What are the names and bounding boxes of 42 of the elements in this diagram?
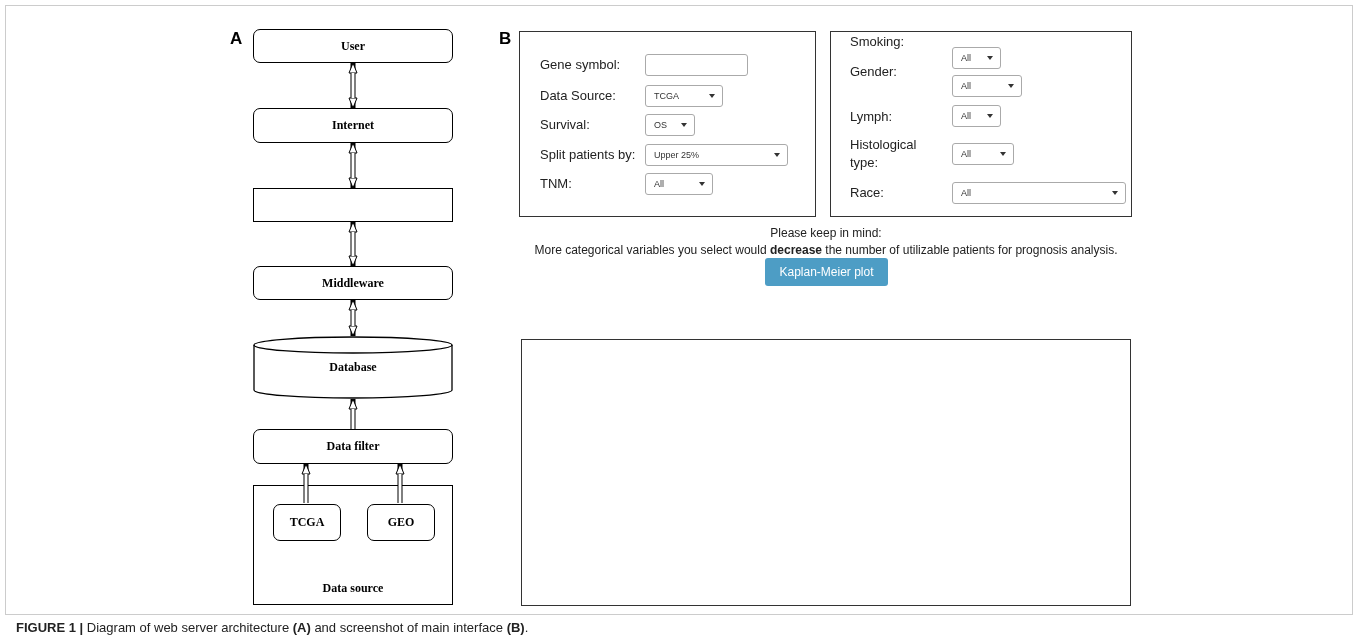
process-box: Data filter (253, 429, 453, 464)
dropdown-select: All (952, 47, 1001, 69)
field-label: Gender: (850, 64, 897, 79)
field-label: Gene symbol: (540, 57, 621, 72)
figure-caption: FIGURE 1 | Diagram of web server architecture (A) and screenshot of main interface (B). (16, 620, 530, 635)
dropdown-select: All (952, 105, 1001, 127)
arrow (301, 463, 311, 503)
process-box (253, 188, 453, 222)
arrow (395, 463, 405, 503)
database-cylinder: Database (253, 336, 453, 399)
field-label: Split patients by: (540, 147, 636, 162)
dropdown-select: TCGA (645, 85, 723, 107)
arrow (348, 221, 358, 267)
arrow (348, 62, 358, 109)
plot-button: Kaplan-Meier plot (765, 258, 888, 286)
field-label: Histological type: (850, 136, 918, 172)
plot-area (521, 339, 1131, 606)
dropdown-select: OS (645, 114, 695, 136)
arrow (348, 142, 358, 189)
field-label: Lymph: (850, 109, 893, 124)
panel-letter: B (499, 29, 512, 49)
field-label: TNM: (540, 176, 572, 191)
dropdown-select: All (952, 143, 1014, 165)
process-box: GEO (367, 504, 435, 541)
arrow (348, 299, 358, 337)
dropdown-select: All (952, 75, 1022, 97)
process-box: TCGA (273, 504, 341, 541)
field-label: Survival: (540, 117, 590, 132)
process-box: Internet (253, 108, 453, 143)
dropdown-select: All (952, 182, 1126, 204)
process-box: User (253, 29, 453, 63)
notice-text: More categorical variables you select would decrease the number of utilizable patients for prognosis analysis. (533, 243, 1119, 257)
notice-text: Please keep in mind: (769, 226, 883, 240)
arrow (348, 398, 358, 429)
dropdown-select: All (645, 173, 713, 195)
group-box: TCGA GEO Data source (253, 485, 453, 605)
field-label: Smoking: (850, 34, 905, 49)
panel-letter: A (230, 29, 243, 49)
process-box: Middleware (253, 266, 453, 300)
field-label: Data Source: (540, 88, 616, 103)
field-label: Race: (850, 185, 884, 200)
dropdown-select: Upper 25% (645, 144, 788, 166)
